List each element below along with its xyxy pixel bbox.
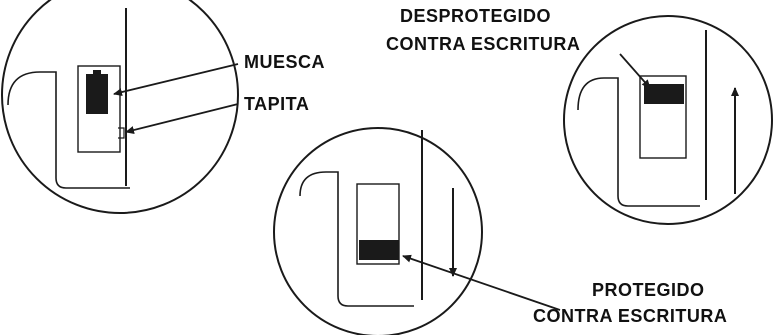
magnifier-circle-unprotected [563,15,773,225]
unprotected-label-line2: CONTRA ESCRITURA [386,34,580,54]
protected-label-line1: PROTEGIDO [592,280,705,300]
cassette-outline-unprotected [577,77,700,207]
cassette-outline-left [7,71,130,189]
tab-position-unprotected [644,84,684,104]
notch-label: MUESCA [244,52,325,72]
magnifier-circle-left [1,0,239,214]
cassette-detail-left [1,0,239,214]
protected-arrow [402,254,561,311]
tab-position-protected [359,240,399,260]
tab-arrow [125,103,239,134]
tab-label: TAPITA [244,94,309,114]
write-protect-window-left [77,65,121,153]
tab-mark [118,127,125,139]
unprotected-label-line1: DESPROTEGIDO [400,6,551,26]
notch-arrow [113,63,239,97]
cassette-detail-unprotected [563,15,773,225]
magnifier-circle-protected [273,127,483,335]
protected-label-line2: CONTRA ESCRITURA [533,306,727,326]
unprotected-arrow [619,53,651,89]
write-protect-window-unprotected [639,75,687,159]
notch-shape [86,74,108,114]
notch-tab-top [93,70,101,76]
cassette-detail-protected [273,127,483,335]
write-protect-window-protected [356,183,400,265]
cassette-outline-protected [299,171,414,307]
